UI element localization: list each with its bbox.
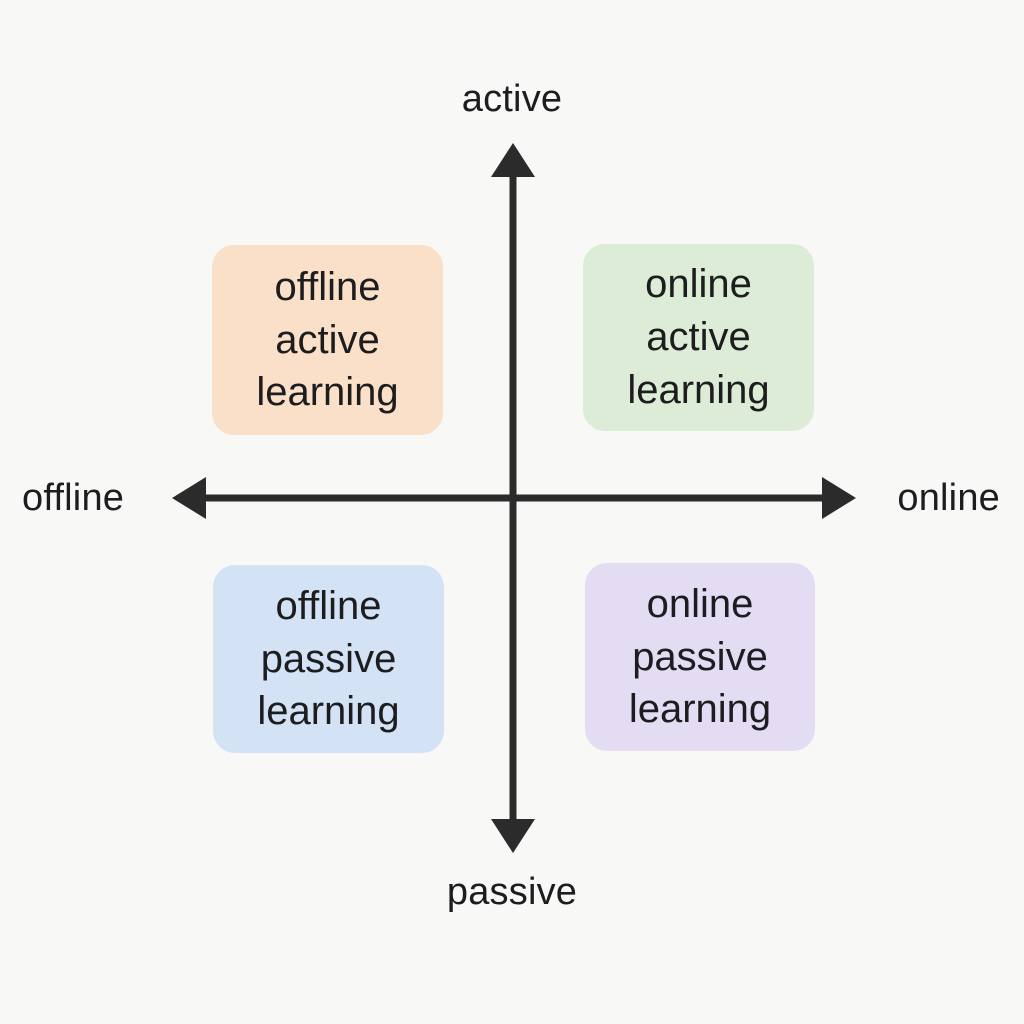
arrow-right-icon bbox=[822, 477, 856, 519]
quadrant-line: active bbox=[646, 315, 751, 360]
axis-label-passive: passive bbox=[446, 871, 578, 913]
quadrant-line: learning bbox=[256, 370, 399, 415]
quadrant-online-active[interactable]: online active learning bbox=[583, 244, 814, 431]
quadrant-offline-active[interactable]: offline active learning bbox=[212, 245, 443, 435]
axis-label-online: online bbox=[897, 477, 1000, 519]
arrow-left-icon bbox=[172, 477, 206, 519]
quadrant-line: active bbox=[275, 317, 380, 362]
quadrant-offline-passive[interactable]: offline passive learning bbox=[213, 565, 444, 753]
quadrant-line: learning bbox=[627, 367, 770, 412]
quadrant-line: passive bbox=[260, 636, 397, 681]
quadrant-line: offline bbox=[274, 264, 381, 309]
axis-label-offline: offline bbox=[22, 477, 125, 519]
quadrant-line: offline bbox=[275, 583, 382, 628]
quadrant-line: online bbox=[645, 262, 752, 307]
axis-label-active: active bbox=[461, 78, 563, 120]
quadrant-line: online bbox=[646, 581, 754, 626]
arrow-down-icon bbox=[491, 819, 535, 853]
quadrant-online-passive[interactable]: online passive learning bbox=[585, 563, 815, 751]
arrow-up-icon bbox=[491, 143, 535, 177]
quadrant-line: passive bbox=[632, 634, 768, 679]
quadrant-line: learning bbox=[628, 687, 772, 732]
quadrant-line: learning bbox=[257, 689, 400, 734]
